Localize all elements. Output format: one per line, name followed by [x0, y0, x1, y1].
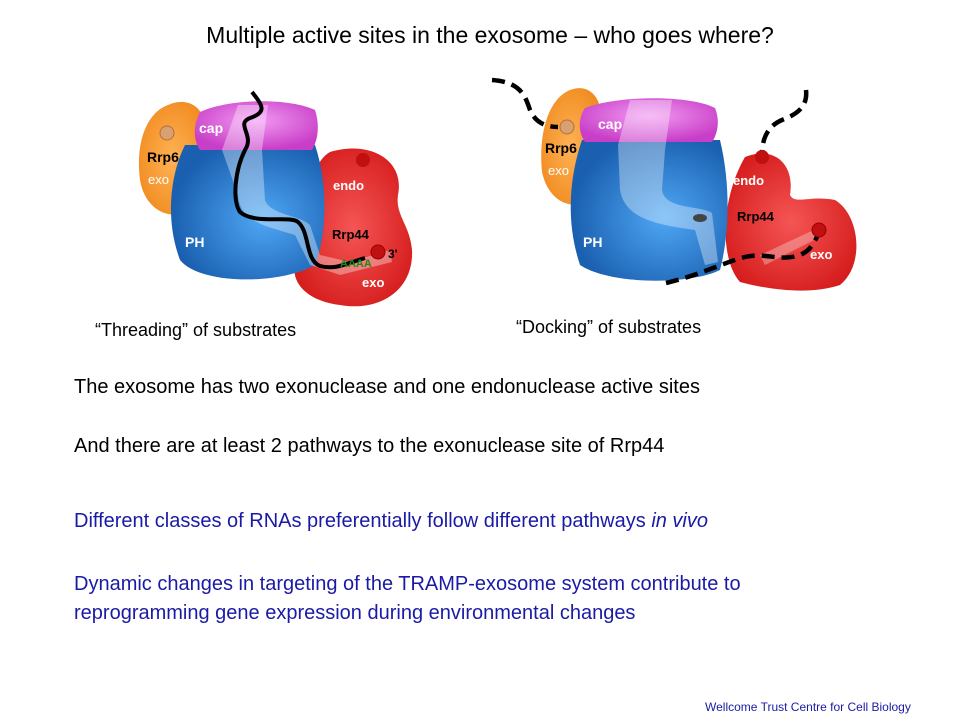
exo-active-site — [811, 222, 827, 238]
channel-rrp44 — [760, 228, 822, 265]
label-ph: PH — [583, 234, 602, 250]
docking-caption: “Docking” of substrates — [516, 317, 702, 337]
label-cap: cap — [199, 120, 223, 136]
rna-strand-exo — [665, 233, 820, 286]
rrp44-subunit — [725, 153, 857, 291]
ph-ring — [570, 140, 728, 281]
cap-subunit — [579, 98, 718, 142]
rna-strand-endo — [759, 89, 809, 156]
cap-subunit — [194, 101, 318, 150]
label-cap: cap — [598, 116, 622, 132]
label-rrp44: Rrp44 — [737, 209, 775, 224]
label-rrp6: Rrp6 — [147, 149, 179, 165]
threading-caption: “Threading” of substrates — [95, 320, 297, 340]
label-3prime: 3' — [388, 247, 398, 261]
channel — [618, 100, 718, 265]
body-line-3-emphasis: in vivo — [651, 510, 709, 532]
endo-active-site — [755, 150, 769, 164]
body-line-1: The exosome has two exonuclease and one … — [74, 376, 700, 398]
label-rrp44: Rrp44 — [332, 227, 370, 242]
label-rrp44-exo: exo — [810, 247, 832, 262]
rrp6-active-site — [159, 125, 175, 141]
body-line-2: And there are at least 2 pathways to the… — [74, 435, 665, 457]
label-polya: AAAA — [340, 258, 372, 270]
label-rrp6: Rrp6 — [545, 140, 577, 156]
label-rrp6-exo: exo — [548, 163, 569, 178]
body-line-4a: Dynamic changes in targeting of the TRAM… — [74, 573, 741, 595]
footer-institution: Wellcome Trust Centre for Cell Biology — [705, 700, 911, 714]
body-line-4b: reprogramming gene expression during env… — [74, 602, 636, 624]
rna-strand-rrp6 — [491, 77, 559, 130]
body-line-3-text: Different classes of RNAs preferentially… — [74, 510, 652, 532]
docking-diagram: cap Rrp6 exo PH endo Rrp44 exo — [491, 77, 857, 291]
label-endo: endo — [333, 178, 364, 193]
exo-active-site — [370, 244, 386, 260]
label-rrp44-exo: exo — [362, 275, 384, 290]
label-rrp6-exo: exo — [148, 172, 169, 187]
label-endo: endo — [733, 173, 764, 188]
ph-ring — [170, 145, 325, 280]
label-ph: PH — [185, 234, 204, 250]
body-line-3: Different classes of RNAs preferentially… — [74, 510, 708, 533]
slide-title: Multiple active sites in the exosome – w… — [206, 22, 774, 48]
rna-strand — [233, 90, 366, 270]
threading-diagram: cap Rrp6 exo PH endo Rrp44 AAAA 3' exo — [138, 90, 413, 307]
rrp6-active-site — [559, 119, 575, 135]
endo-active-site — [356, 153, 370, 167]
channel-exit — [693, 214, 707, 222]
